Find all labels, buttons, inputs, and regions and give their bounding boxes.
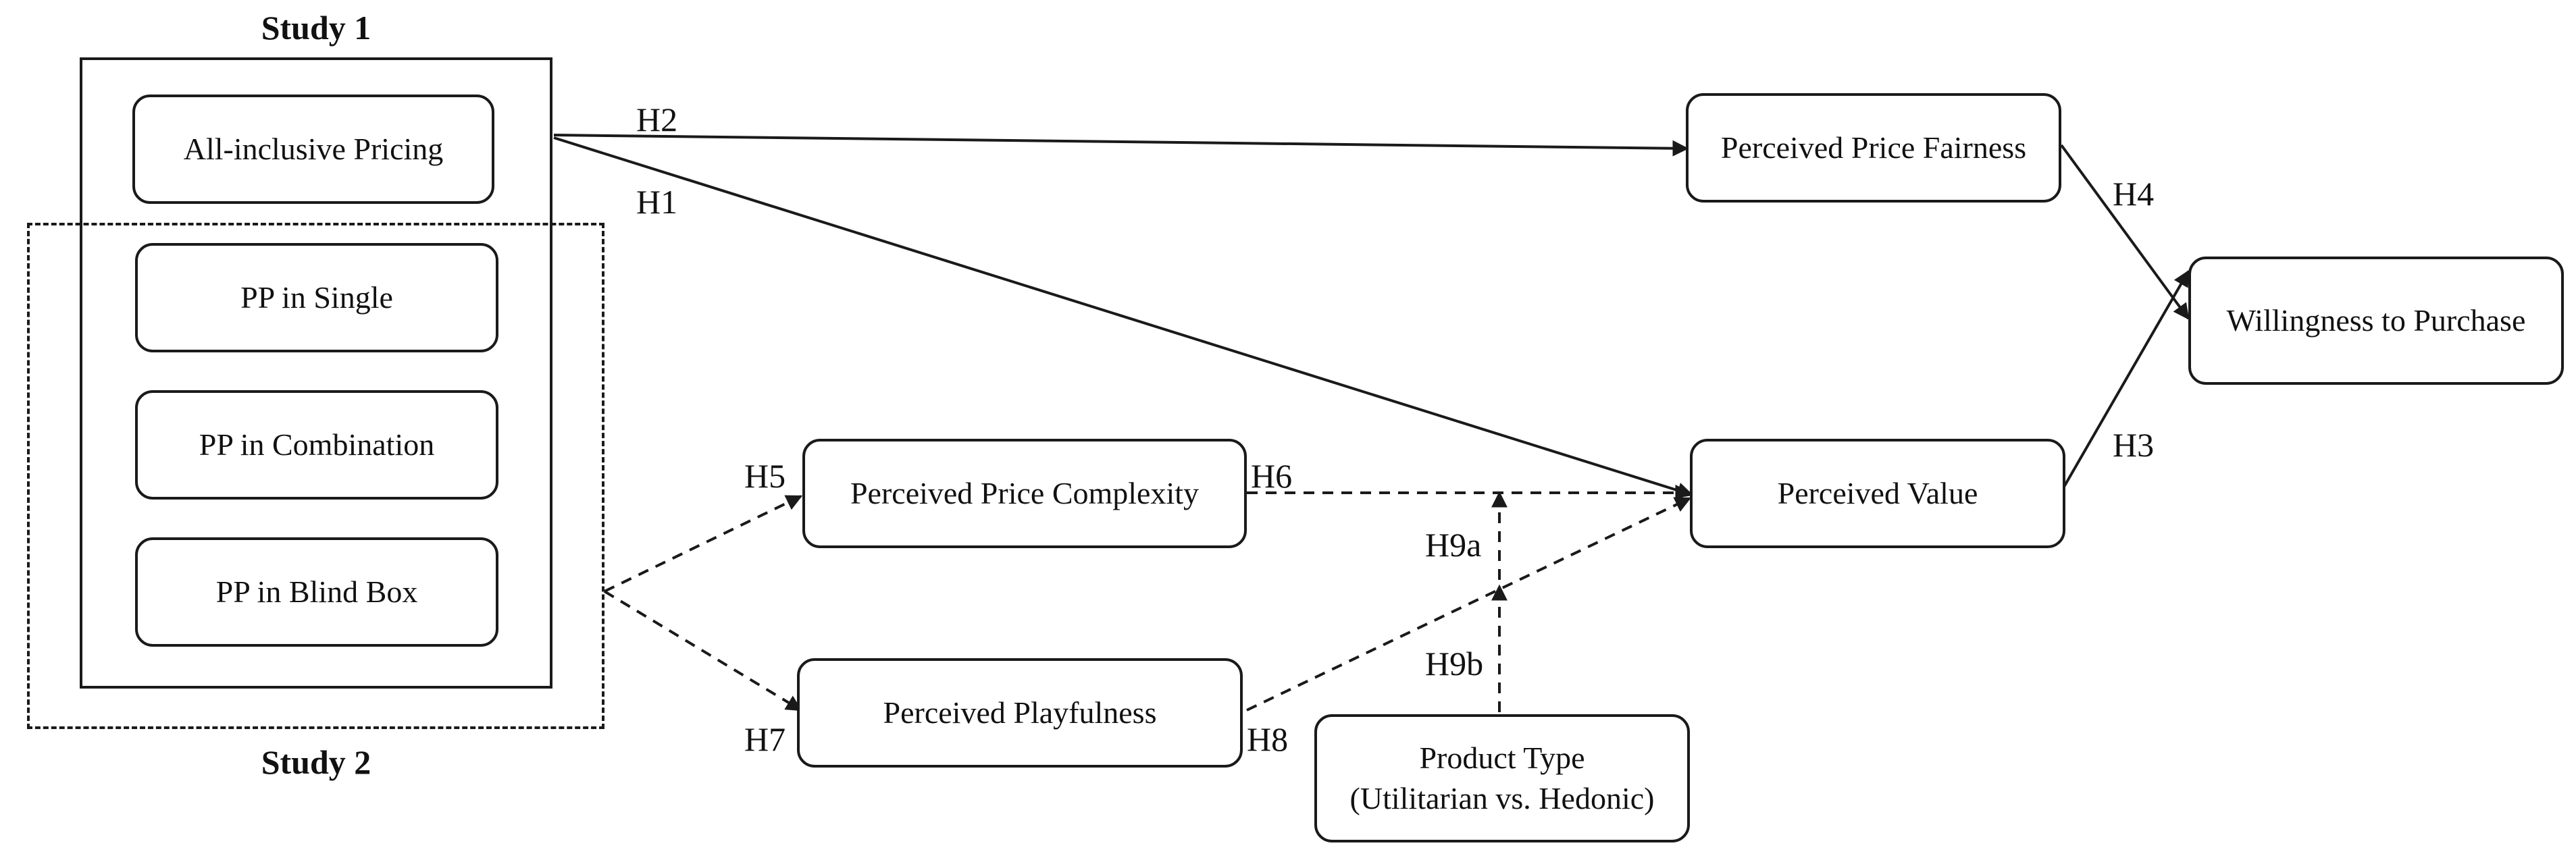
edge-h5 xyxy=(604,495,803,593)
label-h7: H7 xyxy=(744,720,786,758)
study-1-frame xyxy=(80,57,552,689)
node-perceived-price-complexity: Perceived Price Complexity xyxy=(802,439,1247,548)
label-h8: H8 xyxy=(1247,720,1289,758)
node-perceived-playfulness: Perceived Playfulness xyxy=(797,658,1243,768)
product-type-label: Product Type xyxy=(1419,741,1585,776)
label-h3: H3 xyxy=(2113,426,2155,464)
edge-h3 xyxy=(2060,269,2190,492)
label-h1: H1 xyxy=(636,183,678,221)
label-h9a: H9a xyxy=(1425,526,1482,564)
label-h5: H5 xyxy=(744,457,786,495)
node-willingness-to-purchase: Willingness to Purchase xyxy=(2188,257,2564,385)
edge-h4 xyxy=(2060,144,2190,320)
edge-h1 xyxy=(553,136,1694,498)
study-1-title: Study 1 xyxy=(261,9,371,47)
node-pp-combination: PP in Combination xyxy=(135,390,498,500)
label-h9b: H9b xyxy=(1425,645,1484,682)
node-perceived-value: Perceived Value xyxy=(1690,439,2065,548)
edge-h8 xyxy=(1246,497,1692,712)
edge-h2 xyxy=(553,134,1689,157)
node-all-inclusive-pricing: All-inclusive Pricing xyxy=(132,95,494,204)
label-h6: H6 xyxy=(1251,457,1293,495)
node-pp-single: PP in Single xyxy=(135,243,498,352)
study-2-title: Study 2 xyxy=(261,743,371,781)
node-product-type: Product Type (Utilitarian vs. Hedonic) xyxy=(1314,714,1690,842)
label-h4: H4 xyxy=(2113,175,2155,213)
node-pp-blind-box: PP in Blind Box xyxy=(135,537,498,647)
node-perceived-price-fairness: Perceived Price Fairness xyxy=(1686,93,2061,203)
label-h2: H2 xyxy=(636,101,678,138)
product-type-levels: (Utilitarian vs. Hedonic) xyxy=(1349,781,1655,815)
edge-h7 xyxy=(603,590,803,712)
study-2-frame xyxy=(27,223,604,729)
